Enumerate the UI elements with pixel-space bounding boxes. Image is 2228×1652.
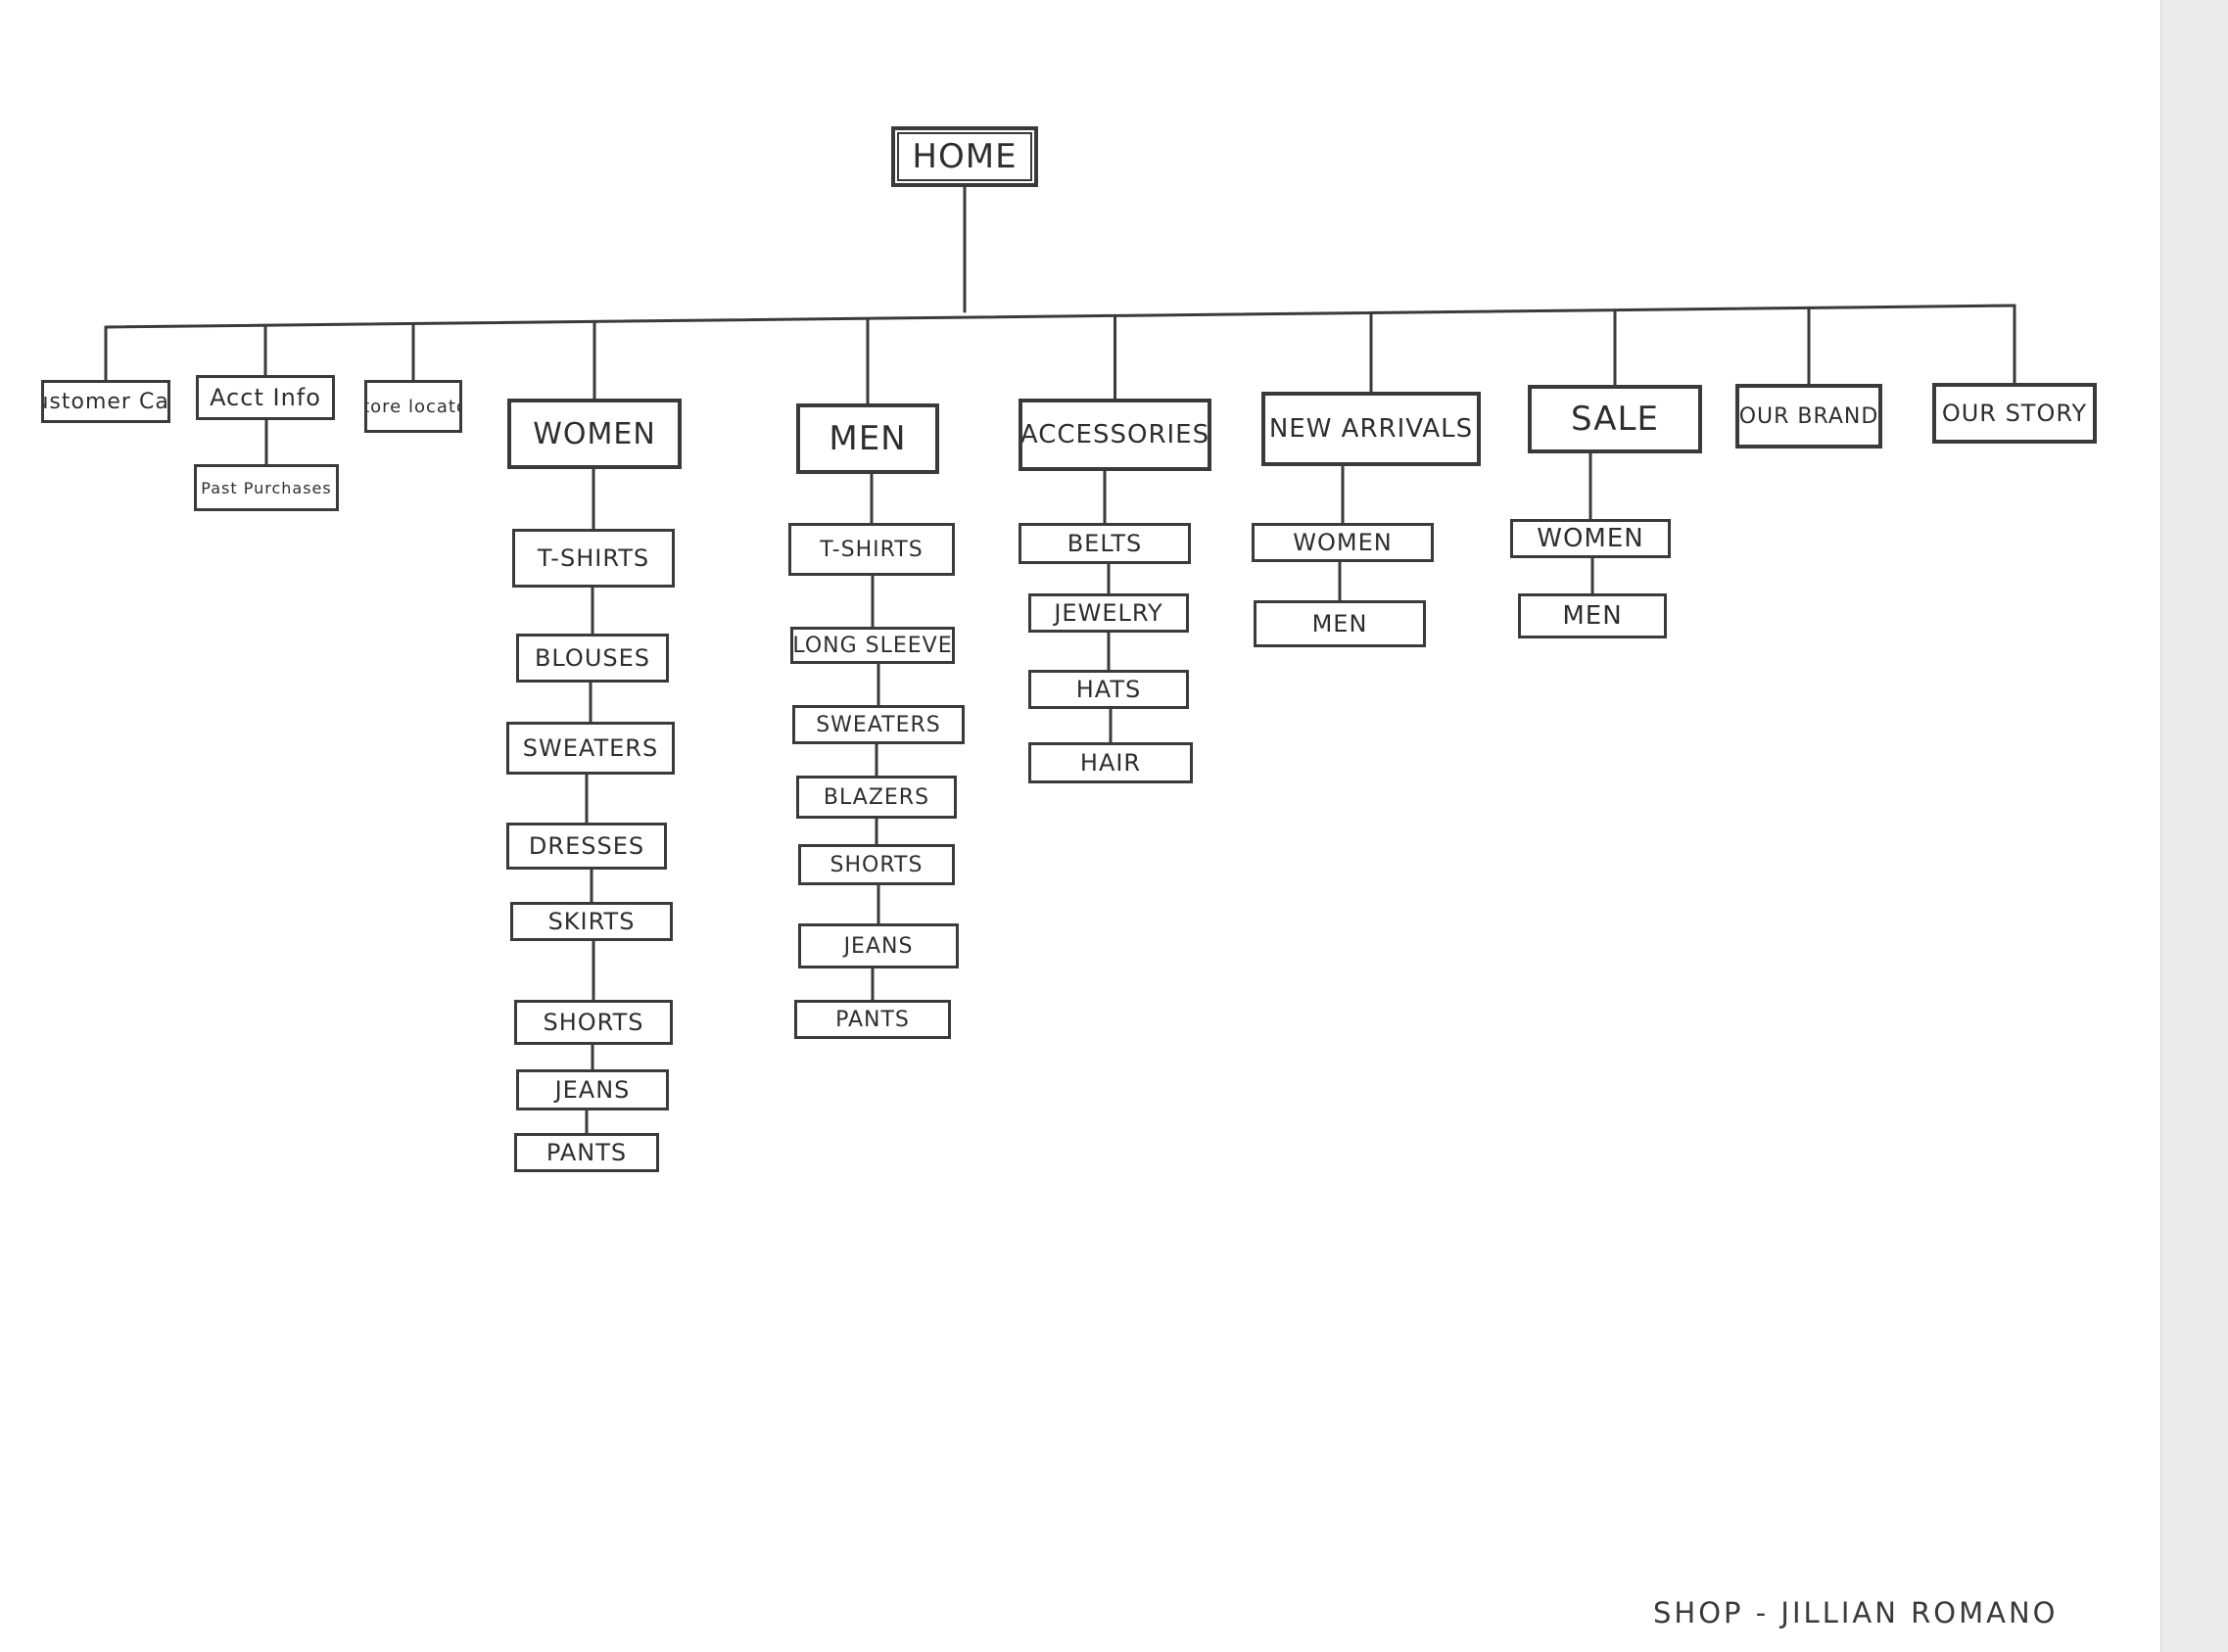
paper-edge (2160, 0, 2228, 1652)
sub-node-men-0: T-SHIRTS (788, 523, 955, 576)
sub-node-women-0: T-SHIRTS (512, 529, 675, 588)
sub-node-acct-info-0: Past Purchases (194, 464, 339, 511)
nav-node-customer-care: Customer Care (41, 380, 170, 423)
sub-node-sale-0: WOMEN (1510, 519, 1671, 558)
nav-node-our-brand: OUR BRAND (1735, 384, 1882, 448)
sub-node-men-4: SHORTS (798, 844, 955, 885)
sub-node-women-7: PANTS (514, 1133, 659, 1172)
sub-node-women-5: SHORTS (514, 1000, 673, 1045)
sub-node-men-1: LONG SLEEVE (790, 627, 955, 664)
sub-node-accessories-3: HAIR (1028, 742, 1193, 783)
sub-node-women-3: DRESSES (506, 823, 667, 870)
author-signature: SHOP - JILLIAN ROMANO (1653, 1596, 2059, 1629)
nav-node-acct-info: Acct Info (196, 375, 335, 420)
sub-node-men-3: BLAZERS (796, 776, 957, 819)
connector-line (104, 304, 2016, 329)
nav-node-sale: SALE (1528, 385, 1702, 453)
nav-node-men: MEN (796, 403, 939, 474)
sub-node-sale-1: MEN (1518, 593, 1667, 638)
sub-node-women-6: JEANS (516, 1069, 669, 1110)
sub-node-men-5: JEANS (798, 923, 959, 968)
sub-node-accessories-1: JEWELRY (1028, 593, 1189, 633)
nav-node-our-story: OUR STORY (1932, 383, 2097, 444)
nav-node-store-locator: Store locator (364, 380, 462, 433)
sub-node-men-6: PANTS (794, 1000, 951, 1039)
home-node: HOME (891, 126, 1038, 187)
sub-node-accessories-0: BELTS (1019, 523, 1191, 564)
sub-node-new-arrivals-0: WOMEN (1252, 523, 1434, 562)
sub-node-women-1: BLOUSES (516, 634, 669, 683)
sub-node-women-2: SWEATERS (506, 722, 675, 775)
nav-node-new-arrivals: NEW ARRIVALS (1261, 392, 1481, 466)
sub-node-women-4: SKIRTS (510, 902, 673, 941)
nav-node-accessories: ACCESSORIES (1019, 399, 1211, 471)
sub-node-new-arrivals-1: MEN (1254, 600, 1426, 647)
nav-node-women: WOMEN (507, 399, 682, 469)
sub-node-accessories-2: HATS (1028, 670, 1189, 709)
sub-node-men-2: SWEATERS (792, 705, 965, 744)
